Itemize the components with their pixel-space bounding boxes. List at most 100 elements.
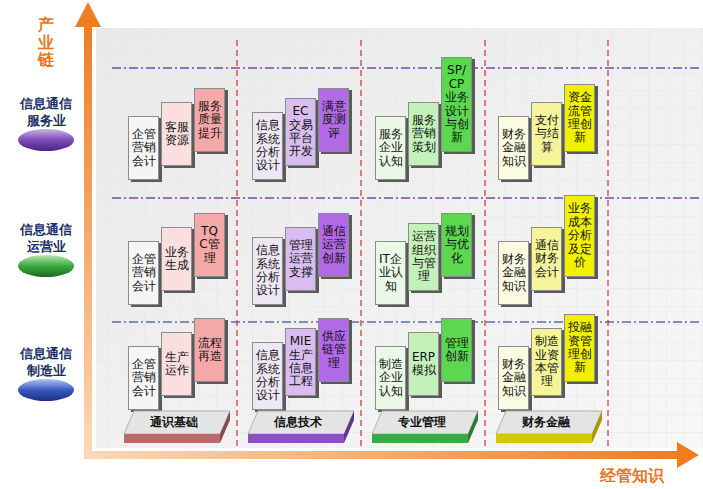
course-name: 支付与结算 xyxy=(534,114,559,154)
course-box: 管理创新 xyxy=(441,318,472,382)
course-box: 投融资管理创新 xyxy=(564,314,595,382)
course-name: MIE生产信息工程 xyxy=(288,335,313,389)
grid-pattern xyxy=(96,28,703,448)
course-box: 企管营销会计 xyxy=(128,346,159,410)
course-name: 管理运营支撑 xyxy=(288,239,313,279)
course-box: EC交易平台开发 xyxy=(285,98,316,166)
slab-side xyxy=(344,411,354,443)
course-box: 资金流管理创新 xyxy=(564,84,595,152)
course-name: 制造业资本管理 xyxy=(534,335,559,389)
course-name: 服务质量提升 xyxy=(197,100,222,140)
column-divider xyxy=(484,40,485,446)
grid-area xyxy=(96,28,703,448)
category-name: 信息技术 xyxy=(250,410,346,430)
course-name: EC交易平台开发 xyxy=(288,105,313,159)
course-name: 企管营销会计 xyxy=(131,128,156,168)
slab-front xyxy=(124,434,220,443)
axis-arrowhead xyxy=(75,2,101,27)
course-box: 企管营销会计 xyxy=(128,116,159,180)
slab-top xyxy=(496,411,602,434)
category-slab: 信息技术 xyxy=(246,410,356,446)
course-box: 满意度测评 xyxy=(318,88,349,152)
category-name: 通识基础 xyxy=(126,410,222,430)
course-box: 信息系统分析设计 xyxy=(252,342,283,410)
course-box: 管理运营支撑 xyxy=(285,227,316,291)
course-box: IT企业认知 xyxy=(375,241,406,305)
course-name: 通信财务会计 xyxy=(534,239,559,279)
course-name: 信息系统分析设计 xyxy=(255,349,280,403)
category-name: 财务金融 xyxy=(498,410,594,430)
course-box: 生产运作 xyxy=(161,332,192,396)
course-name: 业务生成 xyxy=(164,246,189,273)
course-box: 服务质量提升 xyxy=(194,88,225,152)
slab-top xyxy=(248,411,354,434)
course-name: 客服资源 xyxy=(164,121,189,148)
axis-bar xyxy=(84,451,678,459)
slab-top xyxy=(124,411,230,434)
industry-icon xyxy=(18,255,74,277)
category-slab: 通识基础 xyxy=(122,410,232,446)
course-name: 规划与优化 xyxy=(444,225,469,265)
course-name: 企管营销会计 xyxy=(131,253,156,293)
course-name: 通信运营创新 xyxy=(321,225,346,265)
course-name: 财务金融知识 xyxy=(501,128,526,168)
course-box: 规划与优化 xyxy=(441,213,472,277)
course-box: 业务生成 xyxy=(161,227,192,291)
course-box: 通信运营创新 xyxy=(318,213,349,277)
slab-side xyxy=(220,411,230,443)
course-box: 支付与结算 xyxy=(531,102,562,166)
course-name: 投融资管理创新 xyxy=(567,321,592,375)
slab-top xyxy=(372,411,478,434)
course-box: SP/CP业务设计与创新 xyxy=(441,57,472,152)
course-name: 业务成本分析及定价 xyxy=(567,202,592,269)
industry-label: 信息通信运营业 xyxy=(19,222,73,256)
course-box: 运营组织与管理 xyxy=(408,223,439,291)
axis-title: 经管知识 xyxy=(600,466,664,487)
course-name: 企管营销会计 xyxy=(131,358,156,398)
course-box: 服务营销策划 xyxy=(408,102,439,166)
course-box: TQC管理 xyxy=(194,213,225,277)
course-name: 信息系统分析设计 xyxy=(255,119,280,173)
label-holder: 信息通信服务业 xyxy=(6,96,86,130)
column-divider xyxy=(607,40,608,446)
category-slab: 专业管理 xyxy=(370,410,480,446)
category-slab: 财务金融 xyxy=(494,410,604,446)
course-name: TQC管理 xyxy=(197,225,222,265)
course-name: 供应链管理 xyxy=(321,330,346,370)
label-holder: 信息通信制造业 xyxy=(6,346,86,380)
course-box: 通信财务会计 xyxy=(531,227,562,291)
slab-front xyxy=(496,434,592,443)
course-name: 财务金融知识 xyxy=(501,253,526,293)
course-box: 信息系统分析设计 xyxy=(252,112,283,180)
slab-side xyxy=(592,411,602,443)
label-holder: 经管知识 xyxy=(600,466,664,487)
course-name: 制造企业认知 xyxy=(378,358,403,398)
course-box: ERP模拟 xyxy=(408,332,439,396)
course-box: MIE生产信息工程 xyxy=(285,328,316,396)
course-name: 流程再造 xyxy=(197,337,222,364)
course-name: 信息系统分析设计 xyxy=(255,244,280,298)
column-divider xyxy=(236,40,237,446)
row-divider xyxy=(112,197,700,199)
course-box: 流程再造 xyxy=(194,318,225,382)
course-box: 制造业资本管理 xyxy=(531,328,562,396)
category-name: 专业管理 xyxy=(374,410,470,430)
course-box: 财务金融知识 xyxy=(498,346,529,410)
slab-front xyxy=(248,434,344,443)
industry-icon xyxy=(18,379,74,401)
course-box: 财务金融知识 xyxy=(498,116,529,180)
axis-title: 产业链 xyxy=(38,16,54,69)
course-name: IT企业认知 xyxy=(378,253,403,293)
course-box: 客服资源 xyxy=(161,102,192,166)
column-divider xyxy=(360,40,361,446)
industry-label: 信息通信制造业 xyxy=(19,346,73,380)
label-holder: 产业链 xyxy=(38,16,54,69)
course-name: 财务金融知识 xyxy=(501,358,526,398)
axis-arrowhead xyxy=(677,442,699,468)
industry-icon xyxy=(18,129,74,151)
row-divider xyxy=(112,67,700,69)
industry-label: 信息通信服务业 xyxy=(19,96,73,130)
course-box: 制造企业认知 xyxy=(375,346,406,410)
course-name: 资金流管理创新 xyxy=(567,91,592,145)
course-box: 业务成本分析及定价 xyxy=(564,195,595,277)
